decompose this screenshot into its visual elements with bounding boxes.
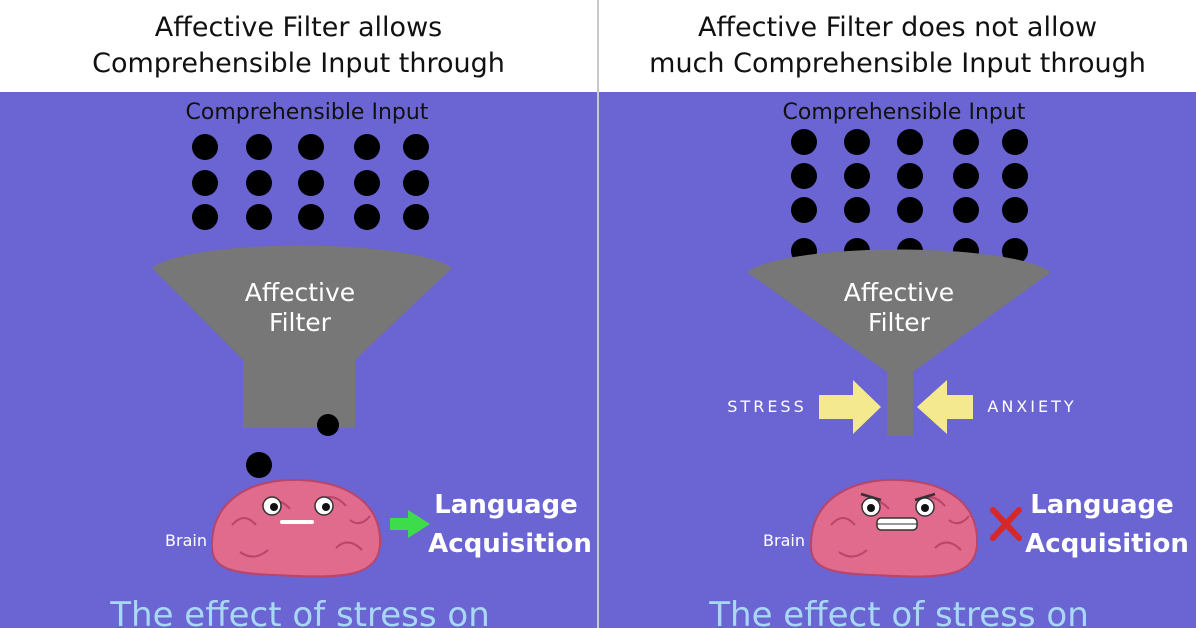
red-cross-icon: [990, 507, 1022, 541]
input-dot: [192, 204, 218, 230]
header-line-1: Affective Filter allows: [154, 12, 443, 43]
input-dot: [897, 129, 923, 155]
input-dot: [897, 163, 923, 189]
input-dot: [298, 134, 324, 160]
passing-dot: [317, 414, 339, 436]
brain-label: Brain: [165, 531, 207, 550]
input-dot: [844, 197, 870, 223]
input-dot: [791, 163, 817, 189]
panel-header: Affective Filter allows Comprehensible I…: [0, 0, 597, 92]
panel-divider: [597, 0, 599, 628]
passing-dot: [246, 452, 272, 478]
input-dot: [354, 170, 380, 196]
input-dot: [897, 197, 923, 223]
input-dot: [246, 134, 272, 160]
input-dot: [1002, 129, 1028, 155]
input-dot: [403, 134, 429, 160]
input-dot: [246, 204, 272, 230]
bottom-caption: The effect of stress on: [708, 595, 1089, 628]
input-dot: [1002, 163, 1028, 189]
happy-brain-icon: [210, 478, 382, 578]
filter-diagram-left: Comprehensible Input Affective: [109, 100, 592, 628]
anxiety-label: ANXIETY: [987, 397, 1076, 416]
input-dot: [298, 170, 324, 196]
funnel-shape: [747, 249, 1051, 436]
input-dot: [192, 170, 218, 196]
stressed-brain-icon: [809, 478, 979, 578]
result-line-2: Acquisition: [1025, 529, 1189, 559]
input-dot: [953, 197, 979, 223]
result-line-1: Language: [1030, 490, 1174, 520]
input-dot: [354, 204, 380, 230]
input-dot: [1002, 238, 1028, 264]
input-dot: [1002, 197, 1028, 223]
input-dot: [298, 204, 324, 230]
panel-header: Affective Filter does not allow much Com…: [599, 0, 1196, 92]
panel-filter-high: Affective Filter does not allow much Com…: [599, 0, 1196, 628]
input-dot: [844, 129, 870, 155]
panel-filter-low: Affective Filter allows Comprehensible I…: [0, 0, 597, 628]
input-dot: [354, 134, 380, 160]
filter-label-line-2: Filter: [269, 308, 332, 337]
input-dot: [953, 129, 979, 155]
input-dot: [953, 163, 979, 189]
brain-label: Brain: [763, 531, 805, 550]
header-line-1: Affective Filter does not allow: [697, 12, 1098, 43]
input-label: Comprehensible Input: [186, 100, 429, 125]
header-line-2: much Comprehensible Input through: [649, 48, 1146, 79]
result-line-2: Acquisition: [428, 529, 592, 559]
input-dot: [246, 170, 272, 196]
filter-diagram-right: Comprehensible Input: [708, 100, 1189, 628]
input-dot: [403, 170, 429, 196]
input-dot: [791, 129, 817, 155]
anxiety-arrow-icon: [917, 380, 973, 434]
filter-label-line-1: Affective: [245, 278, 355, 307]
input-dot: [791, 197, 817, 223]
funnel-shape: [152, 245, 452, 428]
stress-arrow-icon: [819, 380, 881, 434]
input-dot: [403, 204, 429, 230]
input-dots: [192, 134, 429, 230]
input-dots: [791, 129, 1028, 264]
header-line-2: Comprehensible Input through: [92, 48, 505, 79]
input-dot: [844, 163, 870, 189]
input-dot: [192, 134, 218, 160]
input-label: Comprehensible Input: [783, 100, 1026, 125]
stress-label: STRESS: [727, 397, 806, 416]
filter-label-line-2: Filter: [868, 308, 931, 337]
bottom-caption: The effect of stress on: [109, 595, 490, 628]
green-arrow-icon: [390, 510, 430, 538]
result-line-1: Language: [434, 490, 578, 520]
filter-label-line-1: Affective: [844, 278, 954, 307]
